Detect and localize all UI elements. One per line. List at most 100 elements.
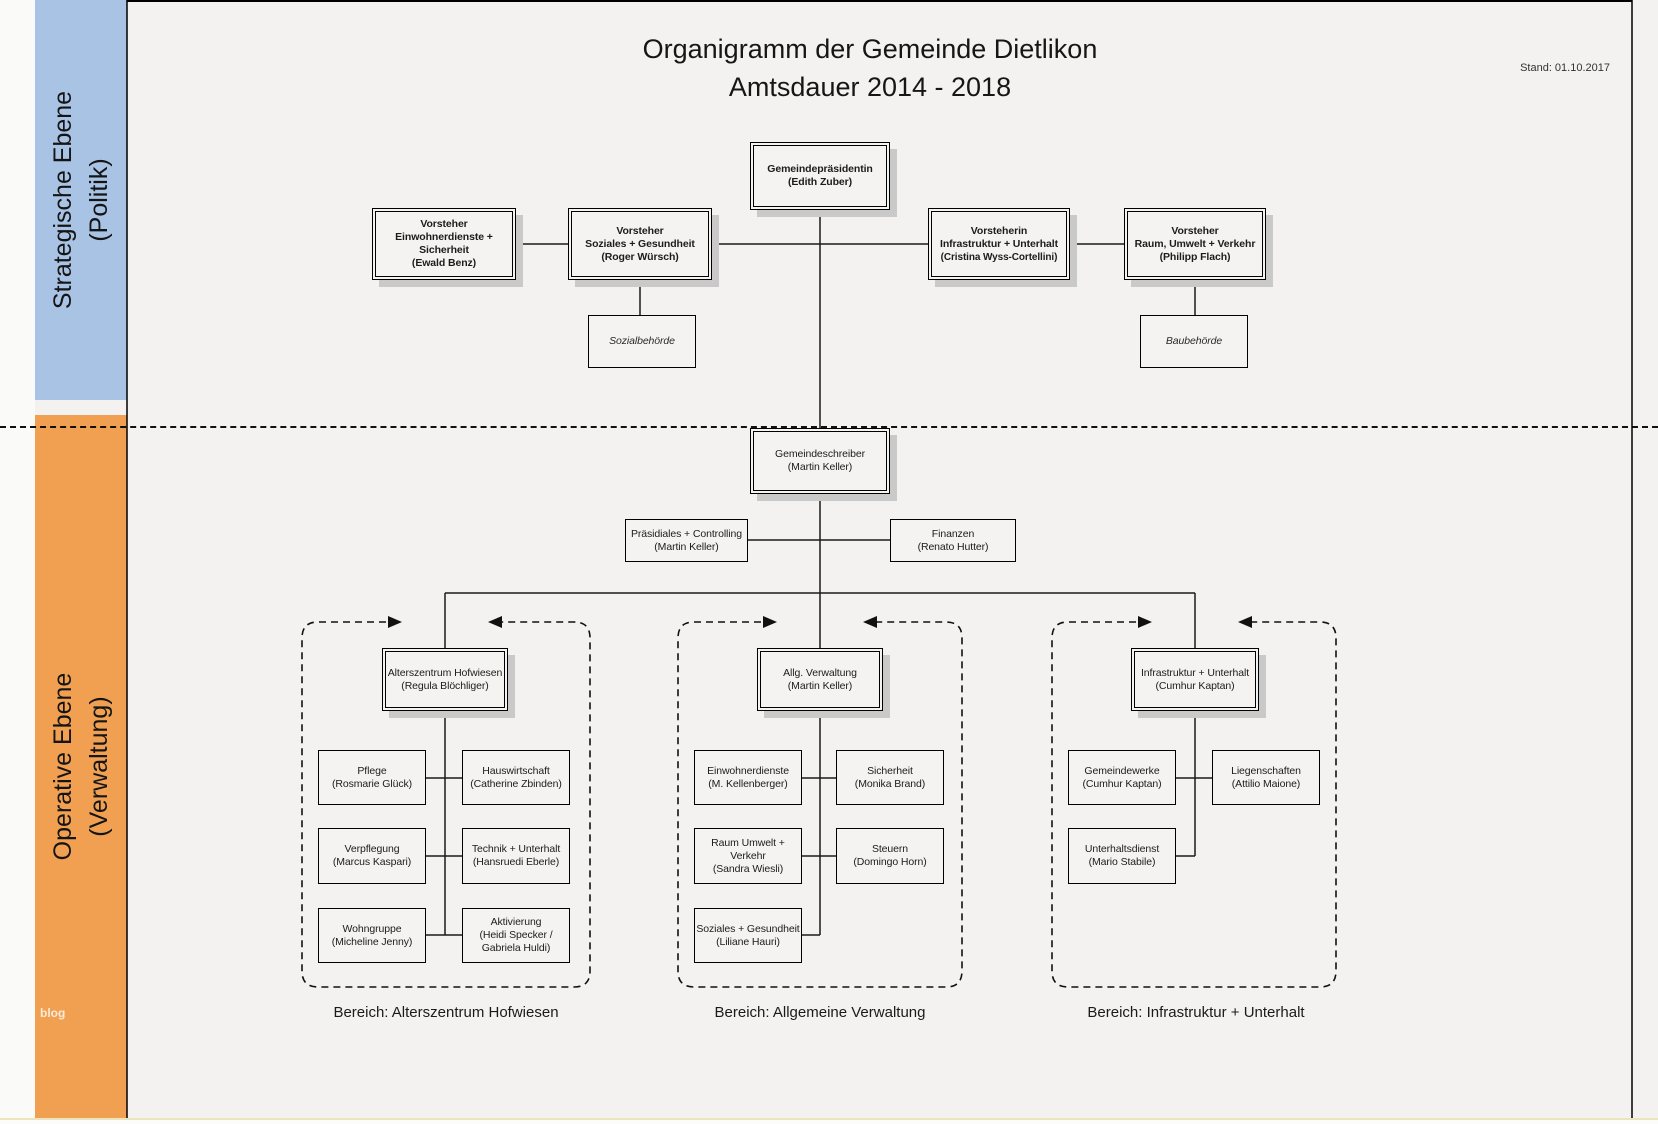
node-title: Steuern [871, 843, 909, 855]
node-title: Alterszentrum Hofwiesen [387, 666, 503, 679]
node-title: Allg. Verwaltung [783, 666, 857, 679]
node-person: (Marcus Kaspari) [332, 856, 412, 868]
node-title: Einwohnerdienste [707, 764, 789, 777]
node-title: Baubehörde [1165, 335, 1223, 347]
node-title: Gemeindepräsidentin [767, 163, 873, 175]
bottom-border-line [0, 1118, 1658, 1120]
node-title: Soziales + Gesundheit [696, 922, 800, 935]
node-technik-unterhalt: Technik + Unterhalt (Hansruedi Eberle) [462, 828, 570, 884]
node-vorsteherin-infrastruktur: Vorsteherin Infrastruktur + Unterhalt (C… [928, 208, 1070, 280]
node-title: Vorsteher Einwohnerdienste + Sicherheit [395, 218, 493, 256]
node-person: (Roger Würsch) [601, 250, 679, 263]
node-person: (Martin Keller) [787, 461, 853, 473]
node-person: (Ewald Benz) [411, 257, 477, 269]
node-gemeindepraesidentin: Gemeindepräsidentin (Edith Zuber) [750, 142, 890, 210]
bottom-margin [0, 1120, 1658, 1124]
node-title: Präsidiales + Controlling [630, 527, 743, 540]
node-title: Infrastruktur + Unterhalt [1140, 666, 1250, 679]
node-person: (Edith Zuber) [787, 176, 853, 188]
node-verpflegung: Verpflegung (Marcus Kaspari) [318, 828, 426, 884]
node-title: Aktivierung [490, 916, 542, 928]
node-person: (M. Kellenberger) [708, 777, 788, 790]
node-baubehoerde: Baubehörde [1140, 315, 1248, 368]
node-person: (Monika Brand) [854, 777, 926, 790]
node-sozialbehoerde: Sozialbehörde [588, 315, 696, 368]
node-person: (Domingo Horn) [853, 856, 927, 868]
node-sicherheit: Sicherheit (Monika Brand) [836, 750, 944, 805]
node-person: (Martin Keller) [787, 679, 853, 692]
node-person: (Mario Stabile) [1088, 856, 1156, 868]
node-person: (Cumhur Kaptan) [1155, 679, 1235, 692]
node-title: Sicherheit [867, 764, 913, 777]
node-vorsteher-raum: Vorsteher Raum, Umwelt + Verkehr (Philip… [1124, 208, 1266, 280]
node-person: (Cumhur Kaptan) [1082, 777, 1162, 790]
bereich-label-infrastruktur: Bereich: Infrastruktur + Unterhalt [1087, 1004, 1305, 1021]
left-margin [0, 0, 35, 1118]
node-liegenschaften: Liegenschaften (Attilio Maione) [1212, 750, 1320, 805]
bereich-label-alterszentrum: Bereich: Alterszentrum Hofwiesen [333, 1004, 559, 1021]
node-title: Gemeindewerke [1084, 764, 1160, 777]
bereich-label-allgemeine-verwaltung: Bereich: Allgemeine Verwaltung [714, 1004, 926, 1021]
node-raum-umwelt-verkehr: Raum Umwelt + Verkehr (Sandra Wiesli) [694, 828, 802, 884]
band-strategische-ebene: Strategische Ebene (Politik) [35, 0, 127, 400]
node-person: (Rosmarie Glück) [331, 777, 413, 790]
node-person: (Liliane Hauri) [716, 935, 780, 948]
node-soziales-gesundheit: Soziales + Gesundheit (Liliane Hauri) [694, 908, 802, 963]
node-infrastruktur-unterhalt: Infrastruktur + Unterhalt (Cumhur Kaptan… [1131, 648, 1259, 711]
node-title: Vorsteher Raum, Umwelt + Verkehr [1134, 224, 1256, 250]
strategic-operative-separator [0, 426, 1658, 428]
group-outline-infrastruktur [1051, 621, 1337, 988]
group-outline-allg-verwaltung [677, 621, 963, 988]
node-person: (Attilio Maione) [1231, 777, 1301, 790]
connector-line [426, 210, 1212, 936]
page-title-line1: Organigramm der Gemeinde Dietlikon [642, 34, 1098, 64]
node-person: (Micheline Jenny) [331, 935, 413, 948]
node-title: Gemeindeschreiber [775, 448, 865, 460]
node-unterhaltsdienst: Unterhaltsdienst (Mario Stabile) [1068, 828, 1176, 884]
node-title: Wohngruppe [342, 922, 402, 935]
node-title: Pflege [357, 764, 387, 777]
node-allg-verwaltung: Allg. Verwaltung (Martin Keller) [757, 648, 883, 711]
node-title: Verpflegung [344, 843, 400, 855]
node-vorsteher-einwohnerdienste: Vorsteher Einwohnerdienste + Sicherheit … [372, 208, 516, 280]
inward-arrow-icon [388, 616, 1252, 628]
band-operative-ebene: Operative Ebene (Verwaltung) [35, 415, 127, 1118]
node-aktivierung: Aktivierung (Heidi Specker / Gabriela Hu… [462, 908, 570, 963]
node-title: Vorsteher Soziales + Gesundheit [585, 224, 695, 250]
node-person: (Regula Blöchliger) [401, 679, 489, 692]
group-outline-alterszentrum [301, 621, 591, 988]
stand-date-label: Stand: 01.10.2017 [1520, 62, 1610, 74]
node-person: (Philipp Flach) [1159, 250, 1231, 263]
node-person: (Renato Hutter) [917, 540, 989, 553]
node-title: Vorsteherin Infrastruktur + Unterhalt [940, 224, 1058, 250]
node-person: (Cristina Wyss-Cortellini) [940, 251, 1058, 263]
node-title: Raum Umwelt + Verkehr [711, 836, 785, 862]
page-title: Organigramm der Gemeinde Dietlikon Amtsd… [480, 30, 1260, 106]
node-title: Finanzen [931, 527, 975, 540]
node-vorsteher-soziales: Vorsteher Soziales + Gesundheit (Roger W… [568, 208, 712, 280]
node-title: Unterhaltsdienst [1084, 843, 1160, 855]
node-gemeindeschreiber: Gemeindeschreiber (Martin Keller) [750, 428, 890, 494]
node-person: (Heidi Specker / Gabriela Huldi) [479, 929, 553, 954]
node-title: Hauswirtschaft [482, 764, 550, 777]
node-title: Sozialbehörde [609, 335, 675, 347]
node-steuern: Steuern (Domingo Horn) [836, 828, 944, 884]
node-praesidiales-controlling: Präsidiales + Controlling (Martin Keller… [625, 519, 748, 562]
node-person: (Sandra Wiesli) [712, 862, 784, 875]
chart-frame [126, 0, 1633, 1118]
node-person: (Martin Keller) [654, 540, 719, 553]
node-alterszentrum-hofwiesen: Alterszentrum Hofwiesen (Regula Blöchlig… [382, 648, 508, 711]
node-wohngruppe: Wohngruppe (Micheline Jenny) [318, 908, 426, 963]
node-hauswirtschaft: Hauswirtschaft (Catherine Zbinden) [462, 750, 570, 805]
node-finanzen: Finanzen (Renato Hutter) [890, 519, 1016, 562]
node-person: (Hansruedi Eberle) [472, 856, 560, 868]
node-title: Liegenschaften [1231, 764, 1301, 777]
node-title: Technik + Unterhalt [471, 843, 561, 855]
blog-watermark: blog [40, 1006, 66, 1020]
page-title-line2: Amtsdauer 2014 - 2018 [728, 72, 1012, 102]
node-pflege: Pflege (Rosmarie Glück) [318, 750, 426, 805]
node-gemeindewerke: Gemeindewerke (Cumhur Kaptan) [1068, 750, 1176, 805]
node-person: (Catherine Zbinden) [470, 777, 562, 790]
